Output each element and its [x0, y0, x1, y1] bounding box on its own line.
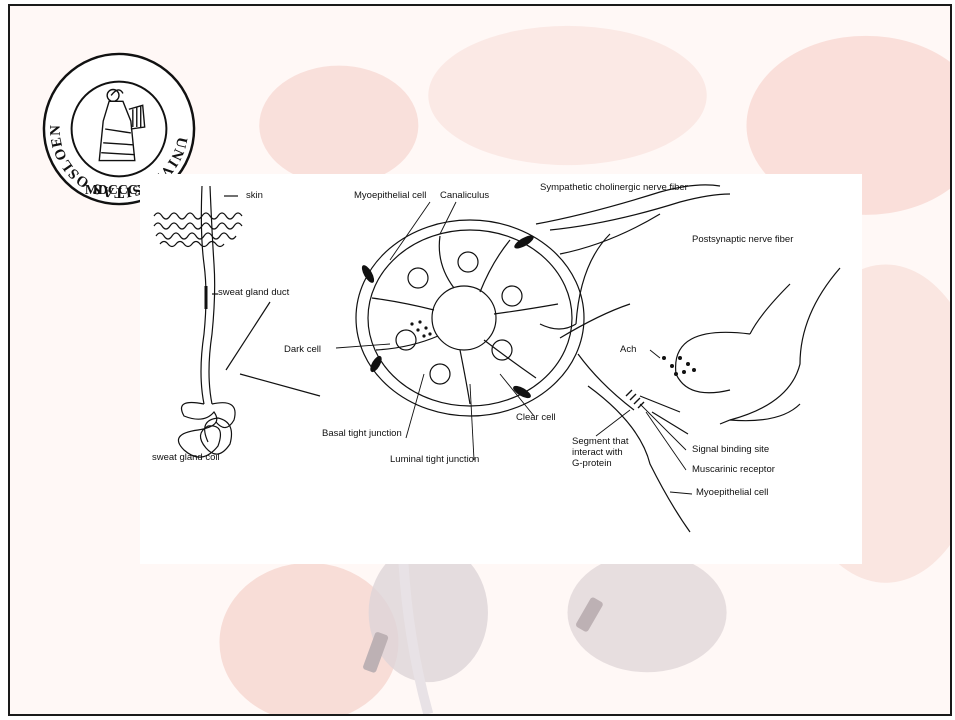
sweat-gland-diagram — [140, 174, 862, 564]
label-basal-tight-junction: Basal tight junction — [322, 428, 402, 439]
diagram-panel: skin sweat gland duct sweat gland coil M… — [140, 174, 862, 564]
label-clear-cell: Clear cell — [516, 412, 556, 423]
label-dark-cell: Dark cell — [284, 344, 321, 355]
label-myoepithelial-cell-top: Myoepithelial cell — [354, 190, 426, 201]
sweat-gland-coil — [178, 302, 320, 457]
slide-frame: UNIVERSITAS OSLOENSIS MDCCCXI — [8, 4, 952, 716]
postsynaptic-nerve-fiber — [676, 268, 840, 424]
label-sympathetic-fiber: Sympathetic cholinergic nerve fiber — [540, 182, 688, 193]
label-myoepithelial-cell-bottom: Myoepithelial cell — [696, 487, 768, 498]
ach-vesicles — [662, 356, 696, 376]
label-segment-g-protein: Segment that interact with G-protein — [572, 436, 629, 469]
label-sweat-gland-duct: sweat gland duct — [218, 287, 289, 298]
sympathetic-nerve-fiber — [536, 185, 730, 338]
skin-layer — [154, 213, 242, 247]
label-skin: skin — [246, 190, 263, 201]
label-canaliculus: Canaliculus — [440, 190, 489, 201]
label-luminal-tight-junction: Luminal tight junction — [390, 454, 479, 465]
leader-lines — [336, 202, 692, 494]
label-signal-binding-site: Signal binding site — [692, 444, 769, 455]
label-postsynaptic-fiber: Postsynaptic nerve fiber — [692, 234, 793, 245]
label-sweat-gland-coil: sweat gland coil — [152, 452, 220, 463]
label-muscarinic-receptor: Muscarinic receptor — [692, 464, 775, 475]
label-ach: Ach — [620, 344, 636, 355]
